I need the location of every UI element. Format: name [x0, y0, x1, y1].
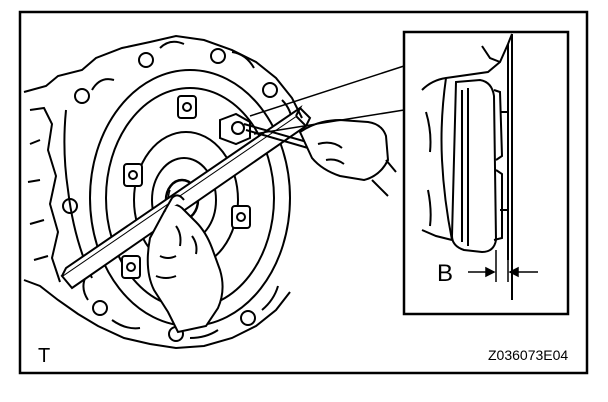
converter-mounting-lugs [121, 95, 251, 279]
figure-frame [18, 10, 589, 375]
dimension-b-arrows [468, 250, 538, 282]
hand-holding-bar [146, 194, 224, 334]
corner-mark-label: T [38, 345, 51, 367]
hand-holding-rod [298, 118, 397, 197]
dimension-b-label: B [437, 260, 454, 287]
straight-edge [60, 104, 312, 290]
detail-inset-frame [402, 30, 570, 316]
figure-code-label: Z036073E04 [488, 347, 569, 363]
detail-leader-lines [249, 65, 405, 135]
converter-bolt [219, 112, 251, 146]
detail-cross-section [421, 33, 513, 300]
